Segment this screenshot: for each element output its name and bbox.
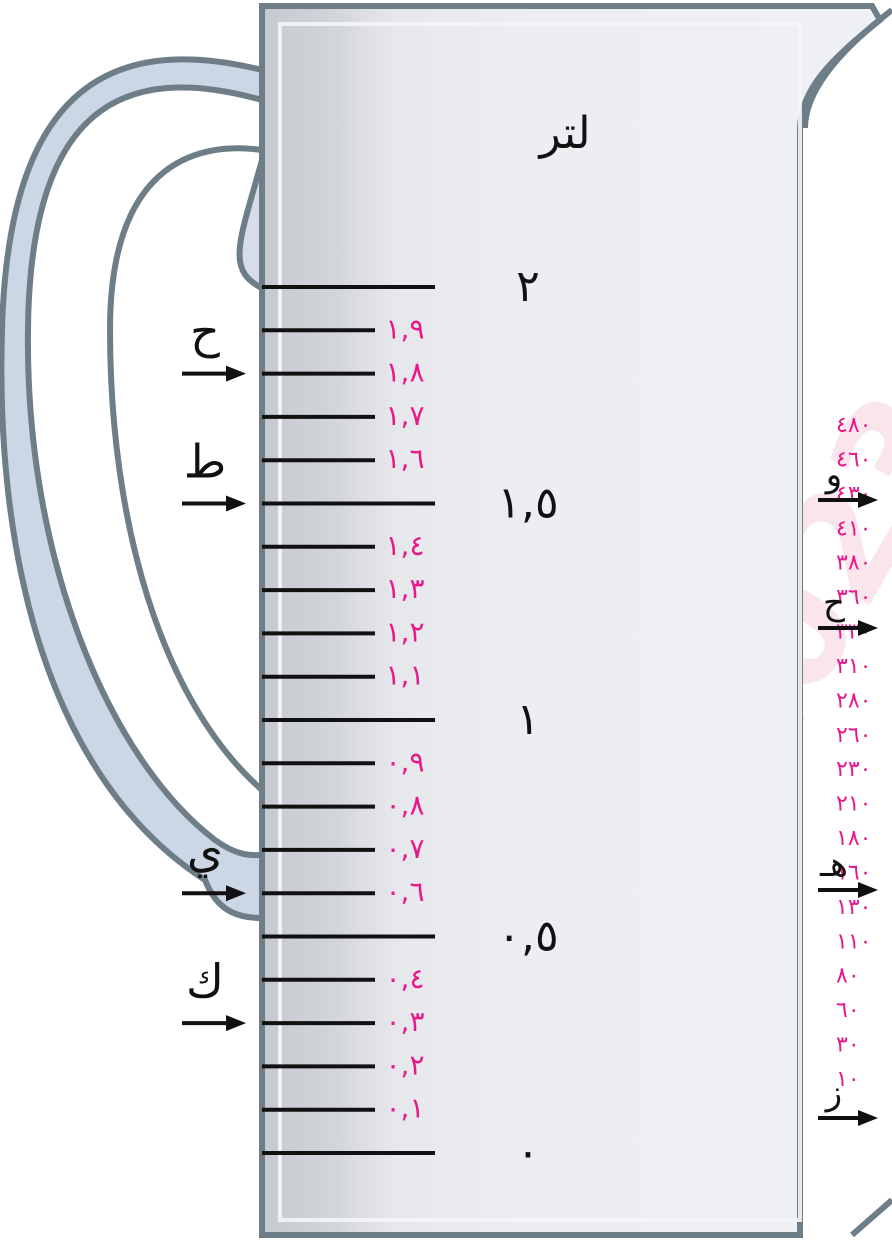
right-marker-arrow: [818, 492, 878, 508]
major-label: ٢: [516, 261, 540, 312]
right-scale-label: ٢٦٠: [836, 723, 871, 748]
minor-label: ١,٨: [386, 356, 425, 389]
right-marker-arrow: [818, 882, 878, 898]
right-scale-label: ٦٠: [836, 998, 860, 1023]
major-labels: ٢ ١,٥ ١ ٠,٥ ٠: [497, 261, 558, 1178]
left-marker-letter: ي: [187, 824, 223, 878]
minor-label: ١,١: [386, 659, 425, 692]
minor-label: ٠,٨: [386, 789, 425, 822]
major-label: ١: [516, 694, 540, 745]
minor-label: ١,٦: [386, 442, 425, 475]
left-marker-arrow: [182, 495, 246, 512]
minor-label: ٠,٦: [386, 875, 425, 908]
minor-label: ١,٣: [386, 572, 425, 605]
right-marker-letter: ز: [824, 1073, 842, 1113]
major-label: ٠: [516, 1127, 540, 1178]
minor-label: ٠,٩: [386, 745, 425, 778]
left-marker-letter: ك: [186, 954, 224, 1008]
unit-label: لتر: [538, 108, 591, 159]
right-scale-label: ١١٠: [836, 929, 871, 954]
minor-label: ٠,٣: [386, 1005, 425, 1038]
left-marker-letter: ط: [184, 435, 227, 489]
right-scale-label: ١٣٠: [836, 895, 871, 920]
right-scale-label: ١٨٠: [836, 826, 871, 851]
left-marker-arrow: [182, 1015, 246, 1032]
right-marker-letter: و: [824, 455, 842, 495]
minor-label: ١,٤: [386, 529, 425, 562]
right-scale-label: ٣٠: [836, 1033, 860, 1058]
right-scale-label: ٣٨٠: [836, 551, 871, 576]
right-scale-label: ٤٦٠: [836, 447, 871, 472]
scale-ticks: [262, 285, 435, 1155]
minor-label: ٠,١: [386, 1092, 425, 1125]
left-marker-arrow: [182, 365, 246, 382]
left-marker-arrow: [182, 885, 246, 902]
minor-labels: ١,٩ ١,٨ ١,٧ ١,٦ ١,٤ ١,٣ ١,٢ ١,١ ٠,٩ ٠,٨ ٠,٧ ٠,٦ ٠,٤ ٠…: [386, 312, 425, 1124]
right-marker-arrow: [818, 620, 878, 636]
right-marker-arrow: [818, 1110, 878, 1126]
minor-label: ١,٧: [386, 399, 425, 432]
minor-label: ٠,٧: [386, 832, 425, 865]
right-markers: و ح هـ ز: [818, 455, 878, 1126]
right-scale-label: ٢١٠: [836, 792, 871, 817]
right-scale: ٤٨٠٤٦٠٤٣٠٤١٠٣٨٠٣٦٠٣٣٠٣١٠٢٨٠٢٦٠٢٣٠٢١٠١٨٠١…: [836, 413, 871, 1092]
pitcher-body: [259, 3, 892, 1238]
right-scale-label: ٢٣٠: [836, 757, 871, 782]
minor-label: ٠,٢: [386, 1048, 425, 1081]
right-scale-label: ٤١٠: [836, 516, 871, 541]
right-scale-label: ٢٨٠: [836, 688, 871, 713]
right-marker-letter: ح: [823, 583, 845, 623]
right-scale-label: ٨٠: [836, 964, 860, 989]
major-label: ٠,٥: [497, 911, 558, 962]
left-marker-letter: ح: [190, 305, 220, 359]
left-markers: ح ط ي ك: [182, 305, 246, 1032]
right-scale-label: ١٠: [836, 1067, 860, 1092]
right-marker-letter: هـ: [819, 845, 848, 885]
right-scale-label: ٤٨٠: [836, 413, 871, 438]
right-scale-label: ٣٦٠: [836, 585, 871, 610]
minor-label: ٠,٤: [386, 962, 425, 995]
minor-label: ١,٩: [386, 312, 425, 345]
minor-label: ١,٢: [386, 615, 425, 648]
right-scale-label: ١٦٠: [836, 860, 871, 885]
right-scale-label: ٣١٠: [836, 654, 871, 679]
major-label: ١,٥: [497, 478, 558, 529]
pitcher-handle: [0, 56, 265, 922]
